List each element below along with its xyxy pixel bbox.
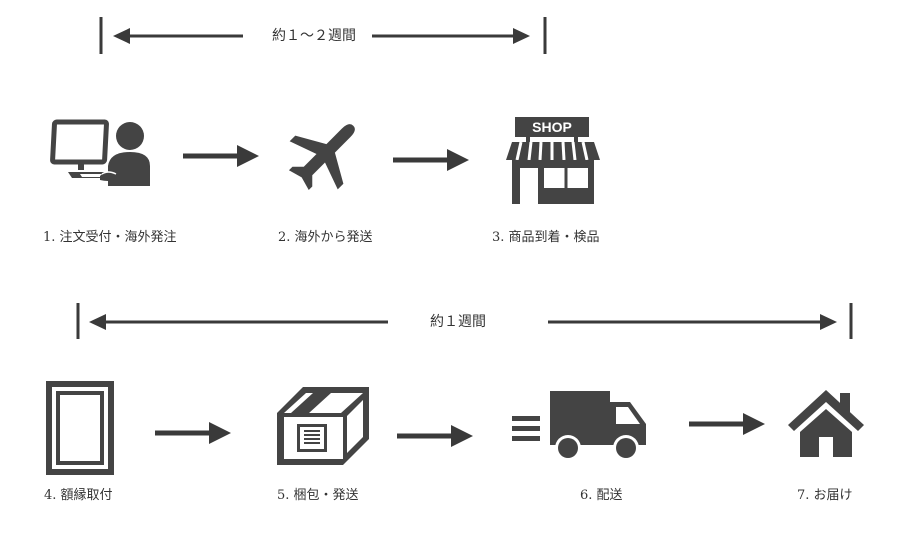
timeline-top xyxy=(99,17,547,54)
flow-arrow-4 xyxy=(397,425,473,447)
step-7-label: 7. お届け xyxy=(797,488,853,503)
timeline-bottom-left-arrowhead xyxy=(89,314,106,330)
shop-sign-text: SHOP xyxy=(532,119,572,135)
step-6-label: 6. 配送 xyxy=(580,488,623,503)
airplane-icon xyxy=(288,124,355,191)
house-icon xyxy=(788,390,864,457)
box-icon xyxy=(277,387,369,465)
timeline-top-label: 約１～２週間 xyxy=(266,27,362,45)
truck-icon xyxy=(512,391,646,461)
step-1-label: 1. 注文受付・海外発注 xyxy=(43,230,177,245)
timeline-bottom-right-arrowhead xyxy=(820,314,837,330)
step-2-label: 2. 海外から発送 xyxy=(278,230,373,245)
flow-arrow-1 xyxy=(183,145,259,167)
step-5-label: 5. 梱包・発送 xyxy=(277,488,359,503)
step-3-label: 3. 商品到着・検品 xyxy=(492,230,600,245)
computer-user-icon xyxy=(50,119,150,186)
flow-arrow-3 xyxy=(155,422,231,444)
shop-icon: SHOP xyxy=(506,117,600,204)
timeline-top-right-arrowhead xyxy=(513,28,530,44)
timeline-bottom xyxy=(76,303,853,339)
flow-arrow-2 xyxy=(393,149,469,171)
frame-icon xyxy=(46,381,114,475)
flow-arrow-5 xyxy=(689,413,765,435)
step-4-label: 4. 額縁取付 xyxy=(44,488,113,503)
timeline-top-left-arrowhead xyxy=(113,28,130,44)
timeline-bottom-label: 約１週間 xyxy=(424,313,492,331)
